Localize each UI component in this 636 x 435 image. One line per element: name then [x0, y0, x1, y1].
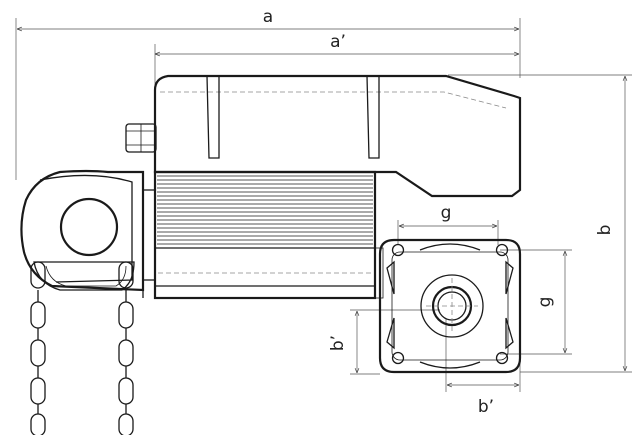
dimension-g-horizontal: g	[397, 203, 499, 245]
dimension-a-prime-label: a’	[330, 32, 346, 52]
chain-wheel-housing	[20, 169, 156, 298]
chain-wheel-hub	[59, 197, 119, 257]
top-housing	[125, 74, 522, 198]
left-chain	[30, 261, 46, 435]
dimension-a-prime: a’	[154, 32, 519, 90]
cooling-fins	[157, 175, 373, 245]
dimension-a-label: a	[263, 7, 273, 27]
dimension-b-prime-horizontal-label: b’	[478, 397, 494, 417]
dimension-g-vertical: g	[500, 249, 572, 355]
dimension-a: a	[15, 7, 521, 180]
dimension-b-prime-vertical: b’	[328, 309, 440, 375]
dimension-b-label: b	[595, 225, 615, 236]
bolt-hole-top-right	[495, 243, 509, 257]
dimension-b-prime-vertical-label: b’	[328, 335, 348, 351]
output-shaft-housing	[420, 274, 484, 338]
bolt-hole-top-left	[391, 243, 405, 257]
bolt-hole-bottom-right	[495, 351, 509, 365]
dimension-g-vertical-label: g	[535, 297, 555, 308]
right-chain	[118, 261, 134, 435]
dimension-b: b	[448, 74, 632, 373]
motor-body	[153, 170, 377, 300]
bolt-hole-bottom-left	[391, 351, 405, 365]
dimension-g-horizontal-label: g	[441, 203, 452, 223]
gear-flange	[374, 238, 522, 374]
